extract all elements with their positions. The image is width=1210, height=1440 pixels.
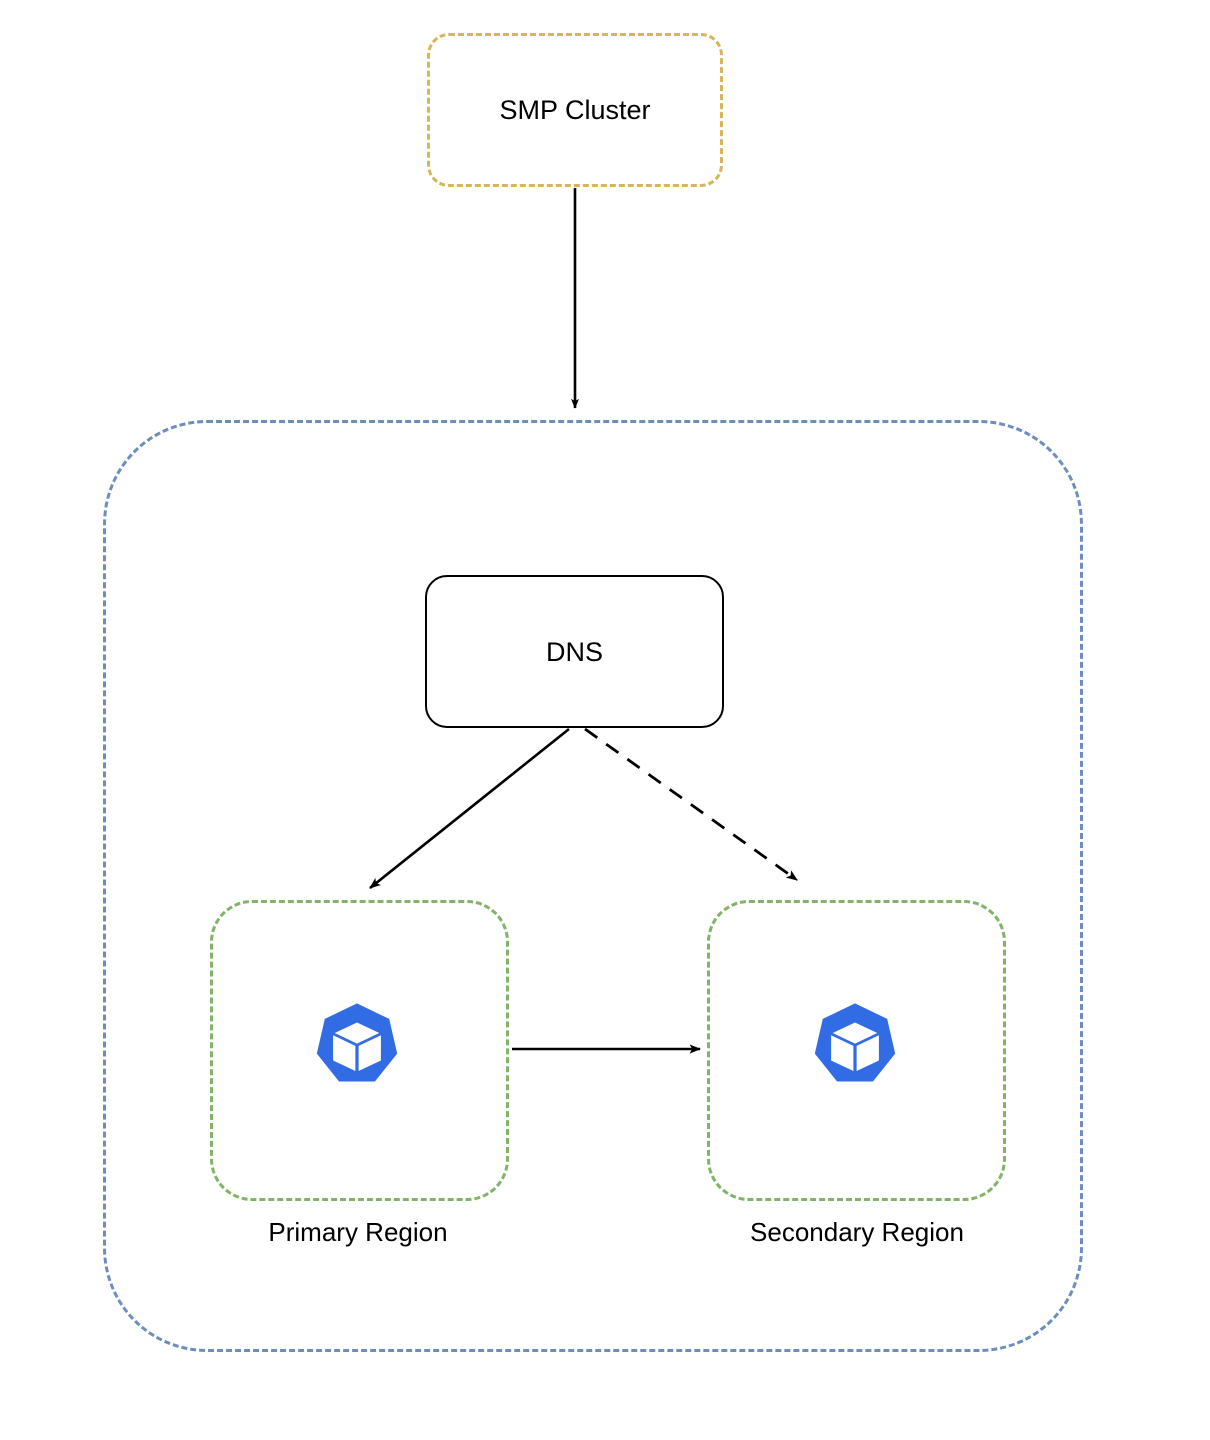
secondary-region-zone[interactable] [707, 900, 1006, 1201]
dns-label: DNS [545, 636, 603, 667]
region-container-node[interactable] [103, 420, 1083, 1352]
primary-region-zone[interactable] [210, 900, 509, 1201]
primary-region-label: Primary Region [268, 1217, 448, 1247]
smp-cluster-label: SMP Cluster [499, 94, 651, 125]
smp-cluster-node[interactable]: SMP Cluster [427, 33, 723, 187]
dns-node[interactable]: DNS [425, 575, 724, 728]
secondary-region-label: Secondary Region [750, 1217, 964, 1247]
